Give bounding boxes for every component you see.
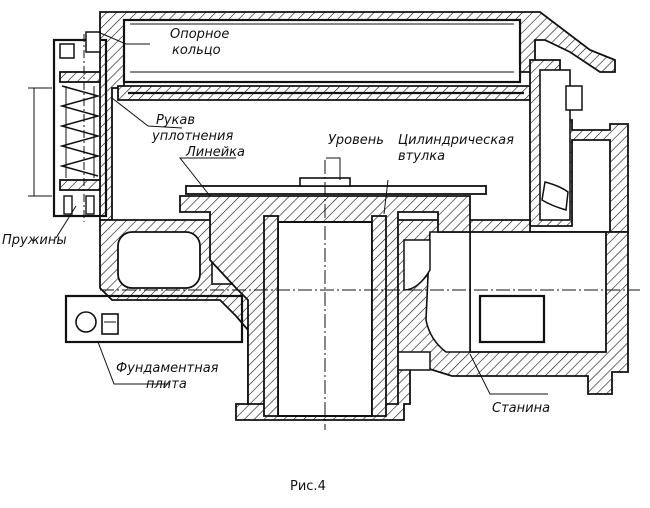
central-hub (179, 160, 487, 430)
label-ruler: Линейка (185, 145, 245, 160)
label-frame: Станина (492, 401, 550, 416)
label-seal-sleeve-2: уплотнения (151, 129, 233, 144)
leader-lines (55, 31, 548, 395)
figure-caption: Рис.4 (290, 479, 326, 494)
label-foundation-plate-2: плита (146, 377, 187, 392)
foundation-plate (64, 294, 244, 344)
top-housing (99, 11, 616, 221)
right-body (529, 59, 629, 233)
label-cyl-bushing-2: втулка (398, 149, 445, 164)
spring-assembly (28, 31, 108, 222)
label-foundation-plate-1: Фундаментная (116, 361, 219, 376)
label-cyl-bushing-1: Цилиндрическая (398, 133, 514, 148)
label-support-ring-2: кольцо (172, 43, 221, 58)
label-level: Уровень (328, 133, 384, 148)
label-support-ring-1: Опорное (170, 27, 229, 42)
label-seal-sleeve-1: Рукав (156, 113, 195, 128)
label-springs: Пружины (2, 233, 67, 248)
